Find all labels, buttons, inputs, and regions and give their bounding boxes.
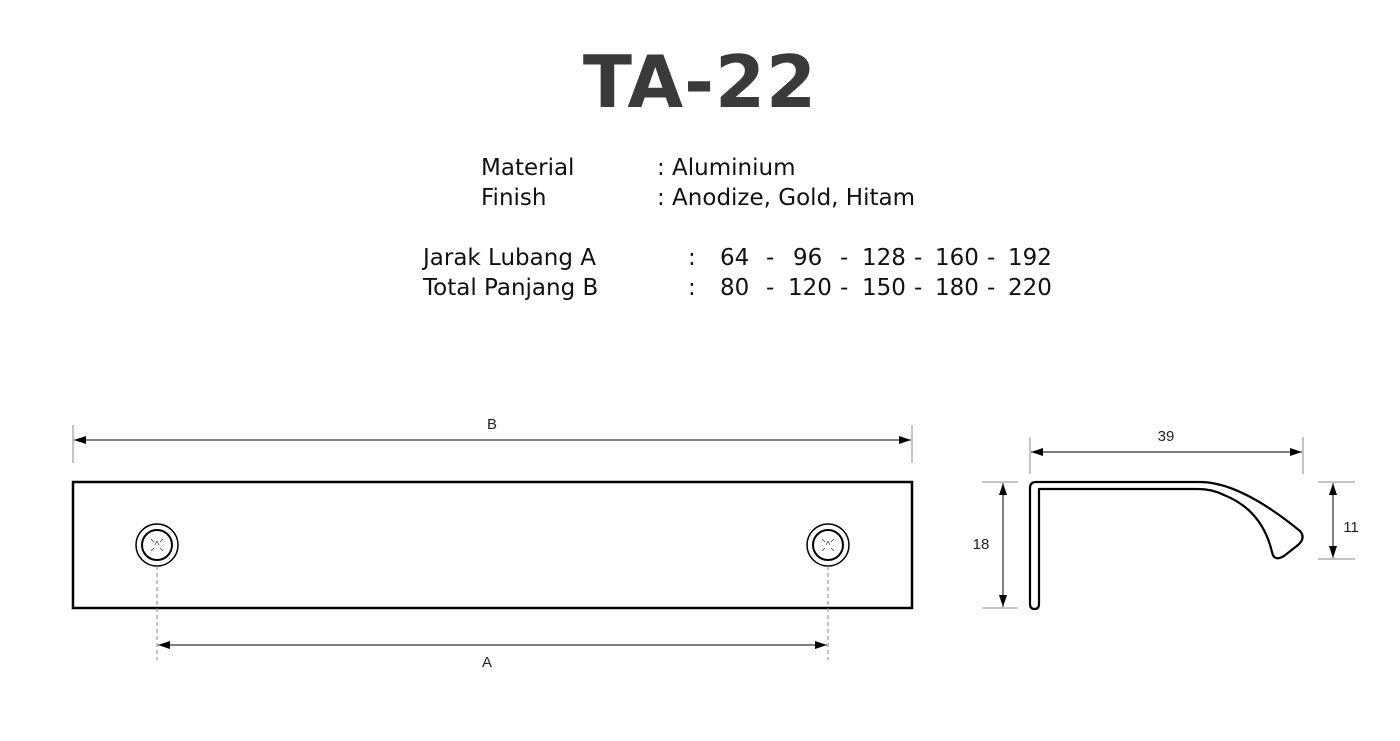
size-value: 128 — [862, 245, 906, 271]
size-value: 96 — [793, 245, 823, 271]
material-label: Material — [481, 155, 575, 181]
handle-body — [71, 480, 914, 610]
dimension-lip-label: 11 — [1343, 519, 1359, 536]
material-value: : Aluminium — [657, 155, 796, 181]
size-value: 192 — [1008, 245, 1052, 271]
screw-hole-right — [806, 523, 850, 567]
size-value: 80 — [720, 275, 750, 301]
colon: : — [688, 275, 696, 301]
dimension-a-label: A — [482, 654, 492, 671]
finish-value: : Anodize, Gold, Hitam — [657, 185, 915, 211]
separator: - — [766, 245, 775, 271]
hole-distance-label: Jarak Lubang A — [423, 245, 596, 271]
separator: - — [914, 275, 923, 301]
total-length-label: Total Panjang B — [423, 275, 599, 301]
size-value: 180 — [935, 275, 979, 301]
size-value: 160 — [935, 245, 979, 271]
separator: - — [766, 275, 775, 301]
size-value: 120 — [788, 275, 832, 301]
separator: - — [987, 275, 996, 301]
colon: : — [688, 245, 696, 271]
size-value: 220 — [1008, 275, 1052, 301]
dimension-b-label: B — [487, 416, 497, 433]
separator: - — [914, 245, 923, 271]
separator: - — [840, 275, 849, 301]
size-value: 150 — [862, 275, 906, 301]
side-view: 39 18 11 — [973, 428, 1359, 611]
size-value: 64 — [720, 245, 750, 271]
front-view: B A — [71, 416, 914, 671]
separator: - — [987, 245, 996, 271]
dimension-width-label: 39 — [1158, 428, 1175, 445]
separator: - — [840, 245, 849, 271]
finish-label: Finish — [481, 185, 547, 211]
product-title: TA-22 — [582, 40, 818, 124]
handle-profile — [1028, 480, 1304, 611]
screw-hole-left — [135, 523, 179, 567]
dimension-height-label: 18 — [973, 536, 990, 553]
